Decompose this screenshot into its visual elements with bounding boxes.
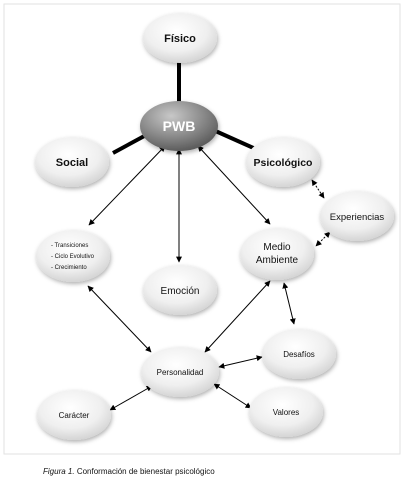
arrow-experiencias-medio-ambiente [315,231,331,247]
node-social-label: Social [56,157,88,169]
node-valores-label: Valores [273,408,300,417]
node-transiciones-line-3: - Crecimiento [51,265,87,271]
arrow-personalidad-valores [213,383,252,409]
arrow-pwb-transiciones [88,145,166,226]
arrow-psicologico-experiencias [311,179,325,199]
figure-title: Conformación de bienestar psicológico [76,467,215,476]
arrow-medio-ambiente-personalidad [204,280,271,353]
figure-number: Figura 1. [43,467,75,476]
node-desafios: Desafíos [262,329,336,379]
node-medio-ambiente-line-2: Ambiente [256,255,299,266]
node-transiciones-line-1: - Transiciones [51,243,88,249]
node-valores: Valores [249,387,323,437]
node-experiencias-label: Experiencias [330,212,385,223]
node-emocion-label: Emoción [161,286,200,297]
connector-psicologico-pwb [210,127,259,152]
node-fisico-label: Físico [164,33,196,45]
arrow-personalidad-desafios [218,355,263,369]
node-pwb-label: PWB [163,118,196,134]
arrow-medio-ambiente-desafios [282,282,296,325]
node-transiciones-line-2: - Ciclo Evolutivo [51,254,95,260]
node-psicologico-label: Psicológico [254,157,313,169]
node-personalidad-label: Personalidad [157,368,204,377]
node-transiciones: - Transiciones - Ciclo Evolutivo - Creci… [36,230,110,282]
node-desafios-label: Desafíos [283,350,315,359]
connector-social-pwb [112,132,149,155]
node-psicologico: Psicológico [246,137,320,187]
node-medio-ambiente: Medio Ambiente [240,228,314,280]
node-pwb: PWB [140,101,218,151]
diagram-frame [3,3,401,455]
node-medio-ambiente-line-1: Medio [263,242,291,253]
node-fisico: Físico [143,13,217,63]
node-emocion: Emoción [143,265,217,315]
node-caracter-label: Carácter [59,411,90,420]
arrow-transiciones-personalidad [87,285,152,353]
figure-caption: Figura 1. Conformación de bienestar psic… [43,467,215,476]
arrow-pwb-medio-ambiente [197,145,271,225]
arrow-personalidad-caracter [109,385,153,411]
node-experiencias: Experiencias [320,191,394,241]
node-caracter: Carácter [37,390,111,440]
node-social: Social [35,137,109,187]
node-personalidad: Personalidad [141,347,219,397]
